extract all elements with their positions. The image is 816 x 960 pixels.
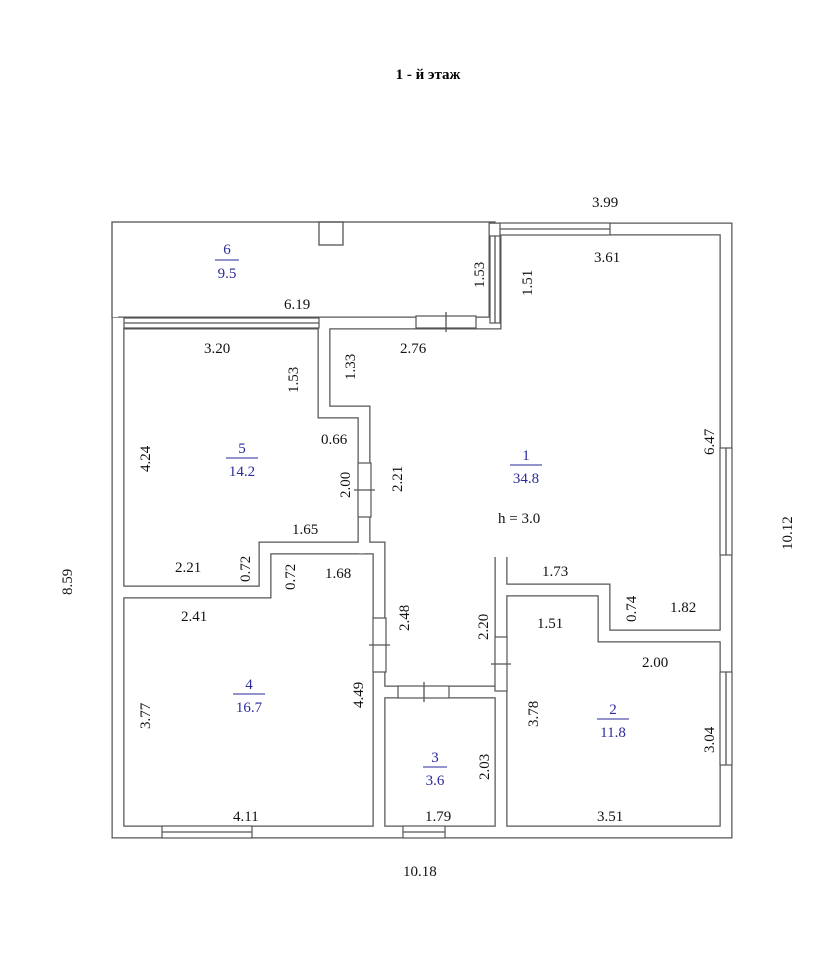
floor-title: 1 - й этаж [396,67,461,83]
svg-text:5: 5 [238,441,246,457]
svg-text:6.19: 6.19 [284,297,310,313]
doors [354,312,511,702]
svg-text:3.51: 3.51 [597,809,623,825]
svg-text:0.72: 0.72 [238,556,254,582]
svg-text:6.47: 6.47 [702,428,718,455]
room-label-3: 3 3.6 [423,750,447,789]
svg-text:1.33: 1.33 [343,354,359,380]
svg-text:4.11: 4.11 [233,809,259,825]
svg-text:11.8: 11.8 [600,725,626,741]
svg-text:2.00: 2.00 [338,472,354,498]
svg-text:0.72: 0.72 [283,564,299,590]
svg-text:3: 3 [431,750,439,766]
svg-text:0.66: 0.66 [321,432,348,448]
svg-text:2.48: 2.48 [397,605,413,631]
svg-text:1.51: 1.51 [537,616,563,632]
svg-text:1.68: 1.68 [325,566,351,582]
svg-text:34.8: 34.8 [513,471,539,487]
svg-text:4.49: 4.49 [351,682,367,708]
room-label-2: 2 11.8 [597,702,629,741]
column [318,221,344,246]
svg-text:3.99: 3.99 [592,195,618,211]
svg-text:1.53: 1.53 [286,367,302,393]
svg-text:4.24: 4.24 [138,445,154,472]
svg-text:1.53: 1.53 [472,262,488,288]
room-label-5: 5 14.2 [226,441,258,480]
room-label-6: 6 9.5 [215,242,239,282]
svg-text:2.21: 2.21 [175,560,201,576]
svg-text:9.5: 9.5 [218,266,237,282]
svg-text:1: 1 [522,448,530,464]
windows [123,222,733,839]
svg-text:3.20: 3.20 [204,341,230,357]
svg-text:2: 2 [609,702,617,718]
svg-text:4: 4 [245,677,253,693]
svg-text:2.20: 2.20 [476,614,492,640]
svg-text:2.00: 2.00 [642,655,668,671]
svg-text:2.41: 2.41 [181,609,207,625]
room-label-1: 1 34.8 [510,448,542,487]
svg-text:3.61: 3.61 [594,250,620,266]
svg-text:1.82: 1.82 [670,600,696,616]
svg-text:1.73: 1.73 [542,564,568,580]
svg-text:2.03: 2.03 [477,754,493,780]
svg-text:1.79: 1.79 [425,809,451,825]
dimension-labels: 3.99 3.61 6.19 3.20 2.76 0.66 1.65 2.21 … [60,195,796,880]
svg-text:8.59: 8.59 [60,569,76,595]
svg-text:14.2: 14.2 [229,464,255,480]
ceiling-height: h = 3.0 [498,511,540,527]
svg-text:16.7: 16.7 [236,700,263,716]
svg-text:3.6: 3.6 [426,773,445,789]
svg-text:10.18: 10.18 [403,864,437,880]
svg-text:3.04: 3.04 [702,726,718,753]
svg-text:6: 6 [223,242,231,258]
svg-text:3.78: 3.78 [526,701,542,727]
svg-text:2.21: 2.21 [390,466,406,492]
svg-text:10.12: 10.12 [780,516,796,550]
svg-text:2.76: 2.76 [400,341,427,357]
svg-text:1.51: 1.51 [520,270,536,296]
svg-text:3.77: 3.77 [138,702,154,729]
svg-text:0.74: 0.74 [624,595,640,622]
room-label-4: 4 16.7 [233,677,265,716]
svg-text:1.65: 1.65 [292,522,318,538]
